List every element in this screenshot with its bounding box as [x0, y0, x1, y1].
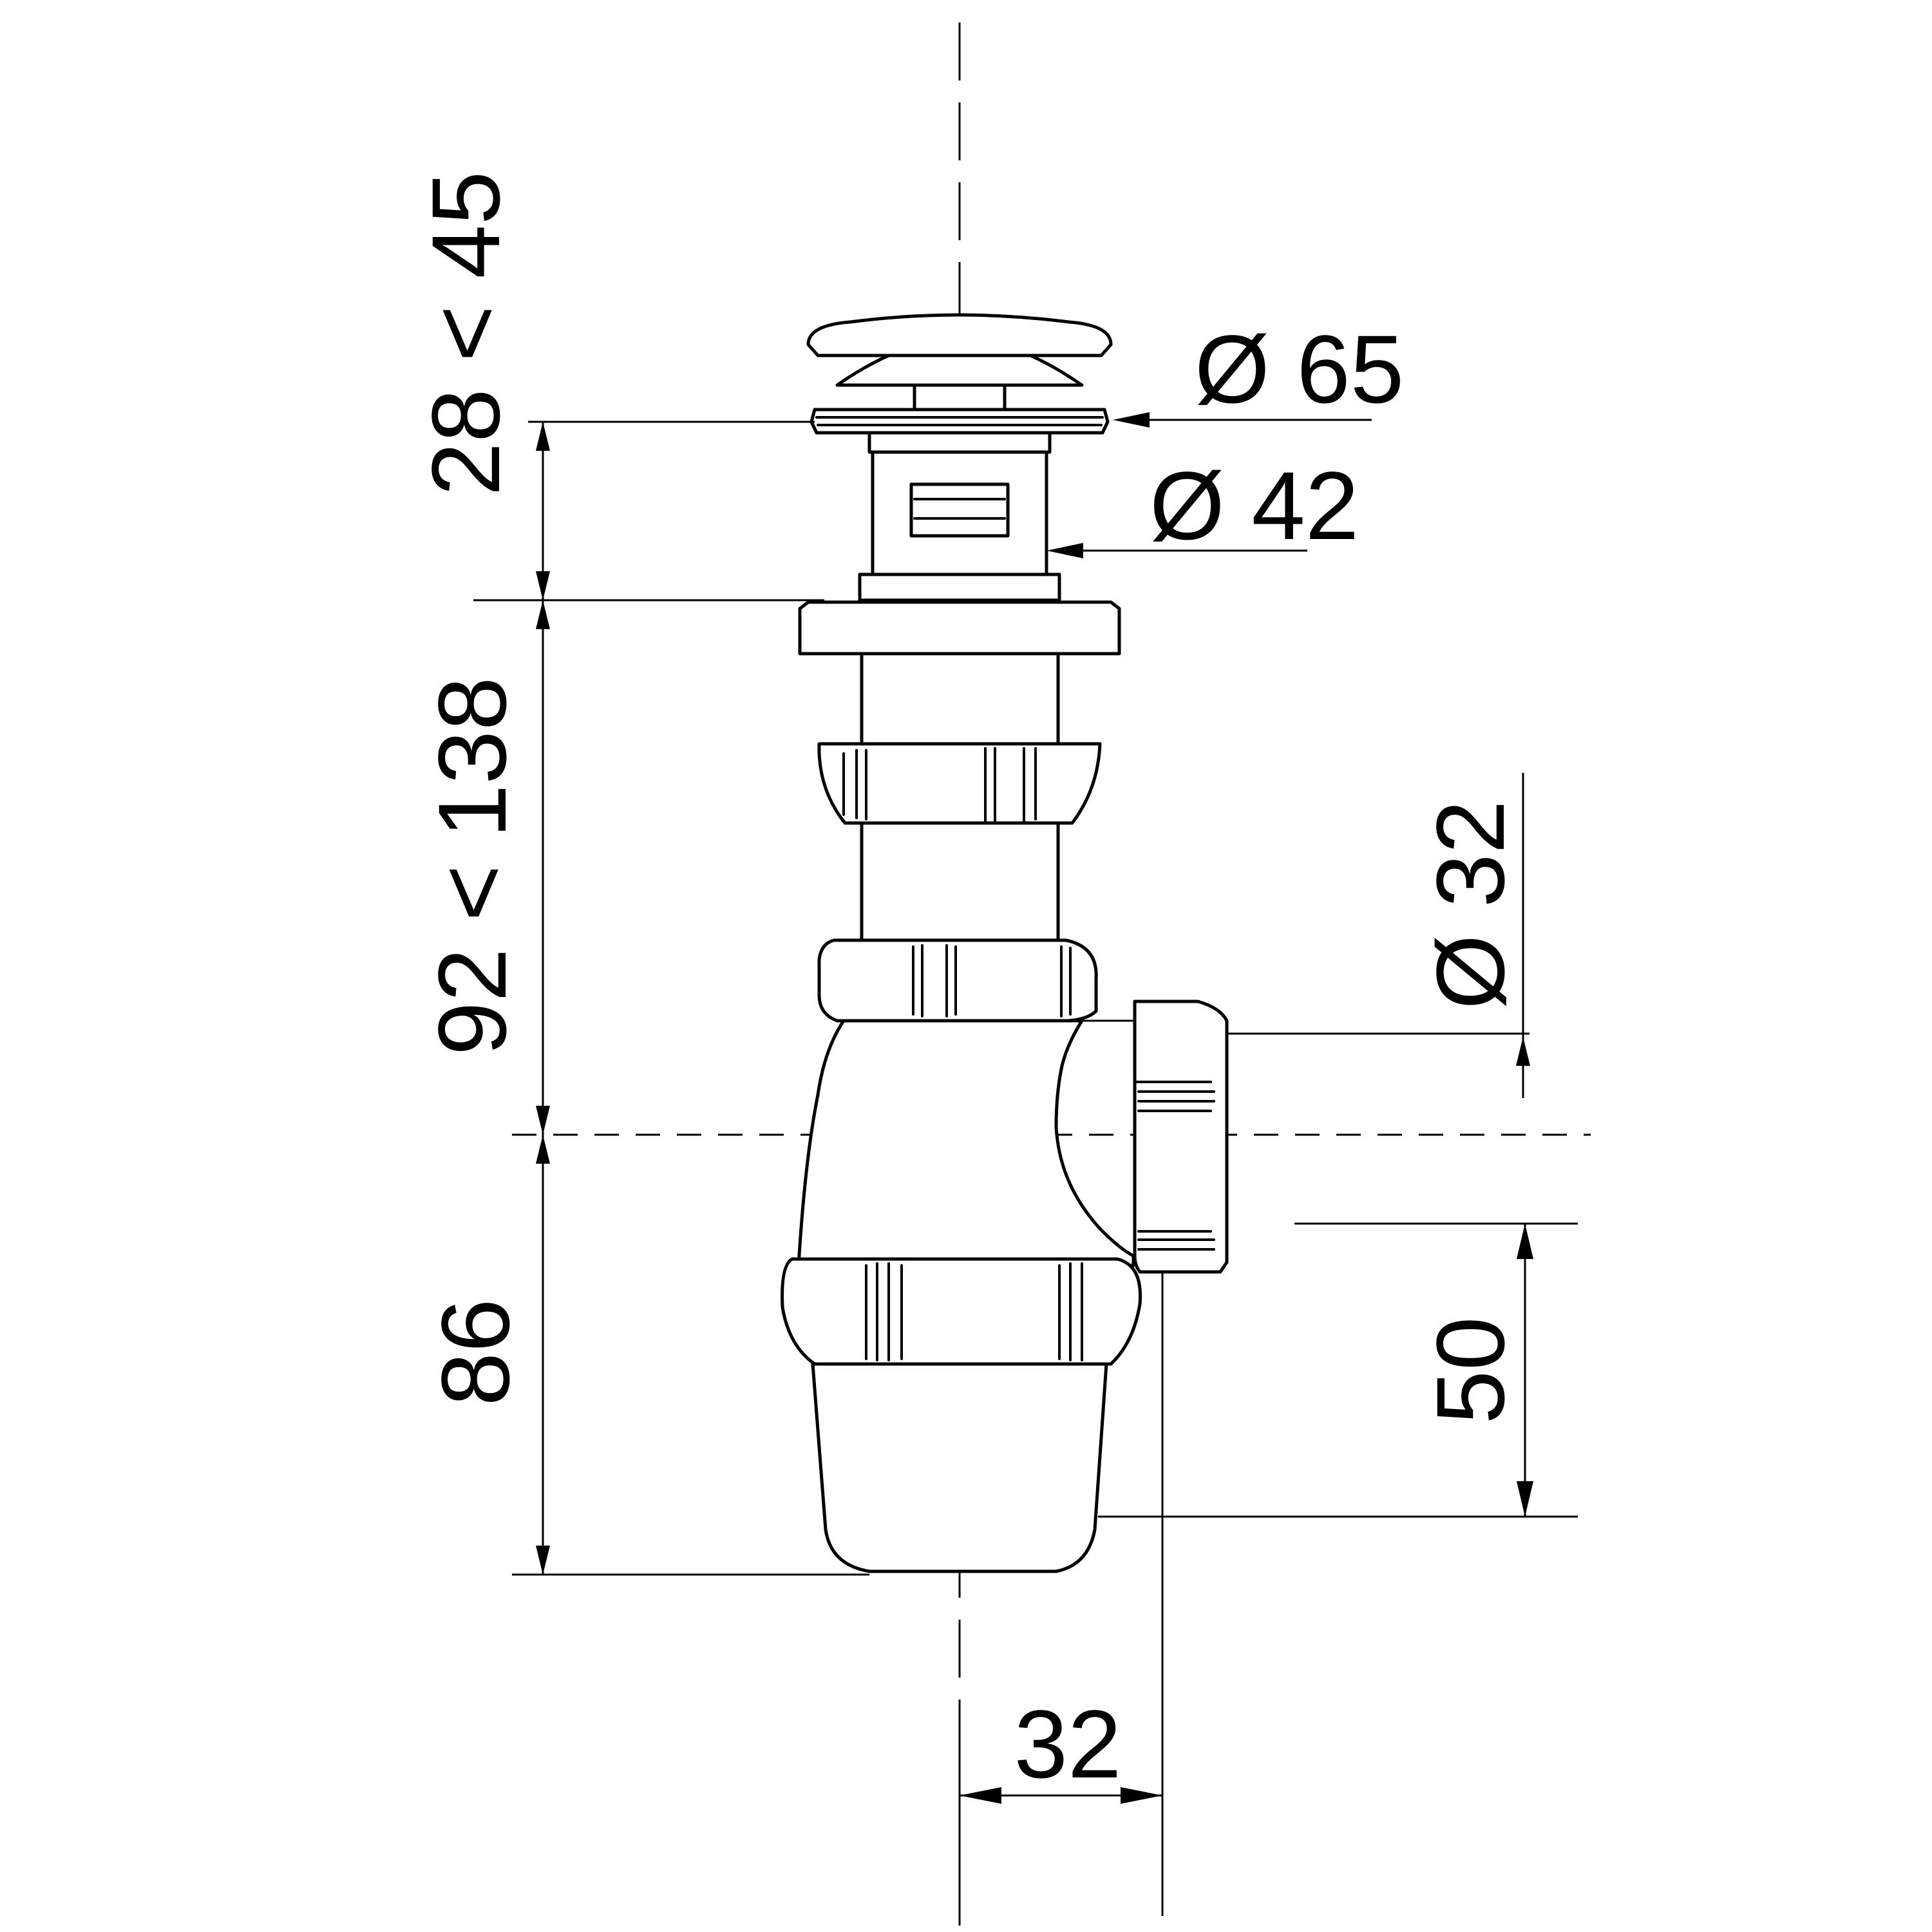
basin-flange	[798, 600, 1121, 656]
dimension-label-stroke-height: 28 < 45	[412, 171, 520, 497]
dimension-outlet-height: 50	[1416, 1224, 1533, 1517]
pop-up-plug	[806, 313, 1113, 454]
extension-lines	[473, 421, 1578, 1926]
dimension-label-outlet-offset: 32	[1014, 1690, 1122, 1798]
dimension-body-diameter: Ø 42	[1046, 451, 1359, 560]
dimension-stroke-height: 28 < 45	[412, 171, 550, 600]
dimension-outlet-offset: 32	[960, 1690, 1162, 1804]
dimension-label-plug-diameter: Ø 65	[1195, 315, 1404, 423]
dimension-outlet-diameter: Ø 32	[1416, 773, 1530, 1098]
side-outlet-nut	[1133, 999, 1530, 1274]
dimension-plug-diameter: Ø 65	[1113, 315, 1404, 428]
dimension-label-body-diameter: Ø 42	[1150, 451, 1359, 560]
middle-slip-nut	[817, 938, 1098, 1023]
upper-slip-nut	[817, 742, 1102, 825]
dimension-trap-height: 86	[421, 1135, 550, 1575]
dimension-label-trap-height: 86	[421, 1299, 529, 1406]
valve-body	[858, 450, 1061, 602]
dimension-label-outlet-height: 50	[1416, 1317, 1524, 1425]
trap-bowl	[811, 1362, 1108, 1573]
dimension-label-outlet-diameter: Ø 32	[1416, 800, 1524, 1009]
bottle-trap-body	[797, 1019, 1135, 1267]
lower-slip-nut	[781, 1257, 1142, 1366]
dimension-tube-height: 92 < 138	[418, 600, 550, 1135]
dimension-label-tube-height: 92 < 138	[418, 677, 526, 1056]
